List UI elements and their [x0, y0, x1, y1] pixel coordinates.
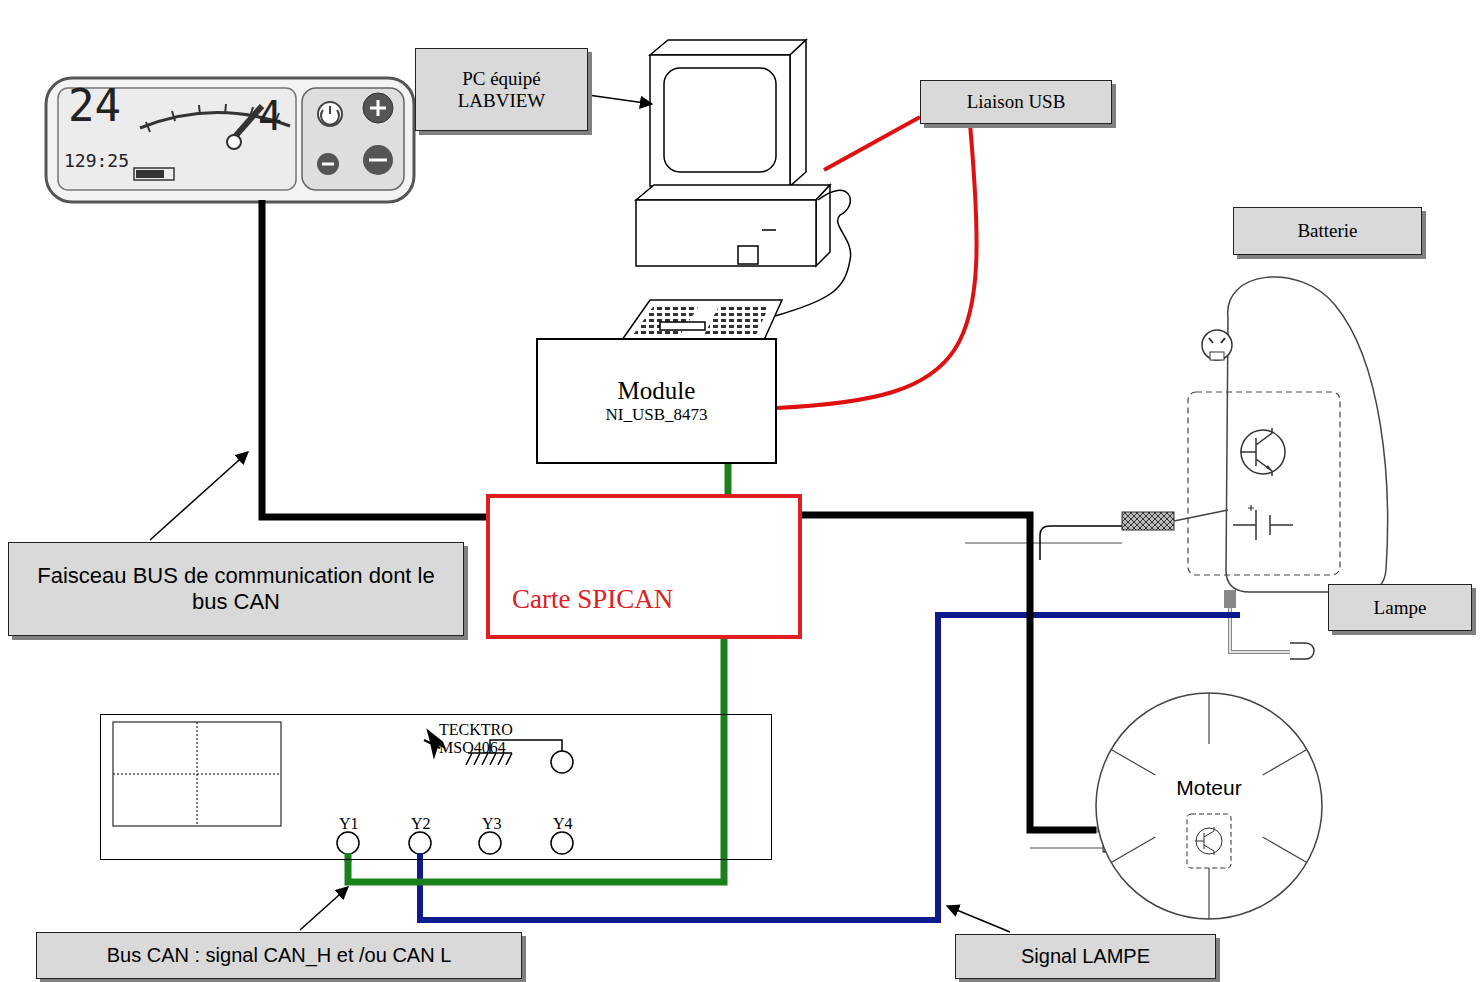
- wire: [965, 542, 1122, 544]
- wire-connector: [348, 639, 724, 882]
- leader-arrow: [588, 95, 652, 104]
- motor-outline: [1093, 690, 1325, 922]
- leader-arrow: [300, 887, 348, 930]
- usb-cable: [824, 117, 920, 170]
- computer: [622, 40, 851, 340]
- oscilloscope: TECKTRO MSO4064Y1 Y2 Y3 Y4: [100, 714, 772, 860]
- leader-arrow: [947, 906, 1010, 932]
- wire-connector: [777, 124, 977, 408]
- node-text: Signal LAMPE: [1021, 945, 1150, 968]
- lamp: [1224, 590, 1314, 659]
- display-reading: 129:25: [64, 152, 129, 170]
- node-text: Y1: [339, 815, 359, 833]
- wire: [1030, 847, 1103, 849]
- node-text: Y2: [411, 815, 431, 833]
- node-text: Module: [618, 377, 696, 405]
- label-box: Liaison USB: [920, 80, 1112, 124]
- can-module: ModuleNI_USB_8473: [536, 338, 777, 464]
- node-text: PC équipé LABVIEW: [424, 68, 579, 112]
- node-text: Lampe: [1374, 597, 1427, 619]
- node-text: Y3: [482, 815, 502, 833]
- bus-harness: [262, 200, 486, 517]
- battery: [1188, 277, 1388, 592]
- leader-arrow: [150, 452, 248, 540]
- node-text: Carte SPICAN: [512, 584, 673, 615]
- node-text: Batterie: [1297, 220, 1357, 242]
- spican-board: Carte SPICAN: [486, 494, 802, 639]
- wire-connector: [802, 515, 1097, 830]
- oscilloscope-panel: [113, 722, 573, 854]
- connector: [1122, 512, 1174, 530]
- motor: Moteur: [1093, 690, 1325, 922]
- label-box: Batterie: [1233, 207, 1422, 255]
- wire: [1040, 526, 1122, 560]
- label-box: Lampe: [1328, 584, 1472, 631]
- wire: [1174, 510, 1228, 521]
- display-unit: [46, 78, 414, 202]
- label-box: PC équipé LABVIEW: [415, 48, 588, 131]
- label-box: Signal LAMPE: [955, 934, 1216, 979]
- node-text: Bus CAN : signal CAN_H et /ou CAN L: [107, 944, 452, 967]
- node-text: Liaison USB: [967, 91, 1066, 113]
- node-text: TECKTRO MSO4064: [439, 721, 529, 757]
- display-reading: 4: [258, 96, 282, 136]
- display-reading: 24: [68, 84, 121, 128]
- wire-connector: [725, 464, 732, 494]
- node-text: Y4: [553, 815, 573, 833]
- label-box: Bus CAN : signal CAN_H et /ou CAN L: [36, 932, 522, 979]
- label-box: Faisceau BUS de communication dont le bu…: [8, 542, 464, 636]
- node-text: Moteur: [1093, 776, 1325, 800]
- node-text: NI_USB_8473: [605, 405, 707, 425]
- node-text: Faisceau BUS de communication dont le bu…: [17, 563, 455, 615]
